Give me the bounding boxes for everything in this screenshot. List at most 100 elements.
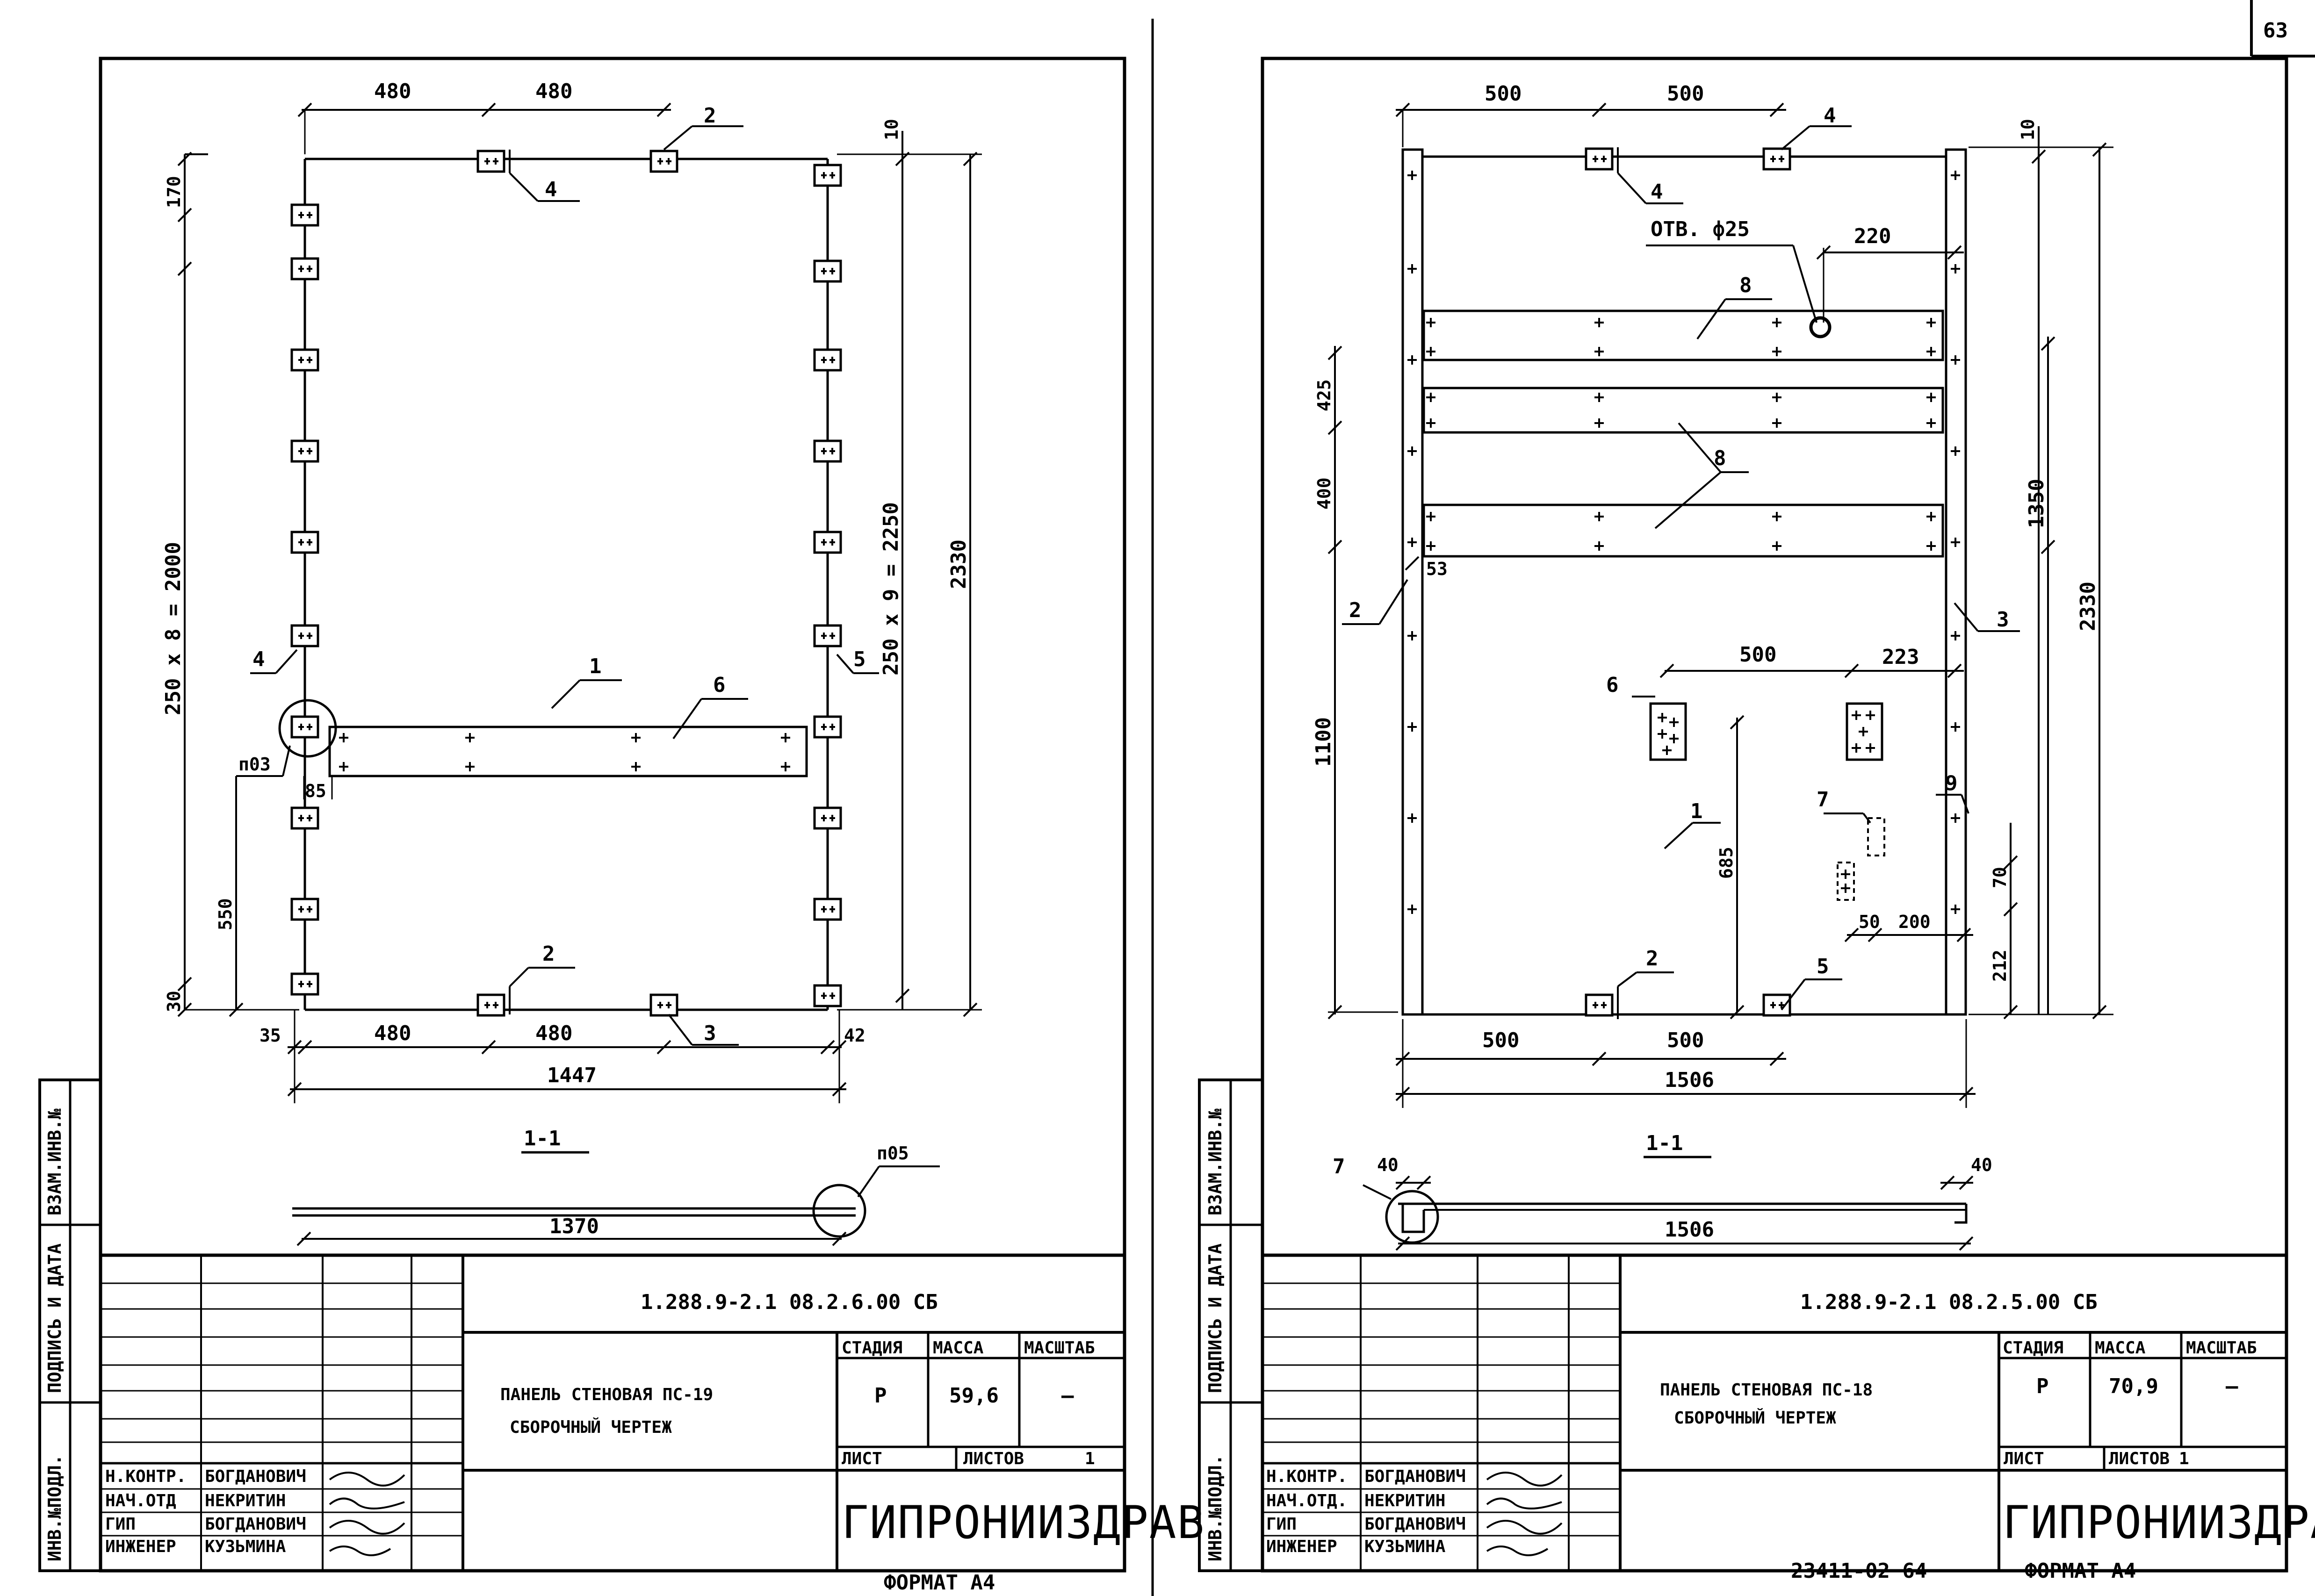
left-callout-p05: п05	[877, 1143, 909, 1164]
right-signatures	[1486, 1472, 1563, 1556]
left-dim-2330: 2330	[947, 539, 971, 589]
left-title-line2: СБОРОЧНЫЙ ЧЕРТЕЖ	[510, 1417, 672, 1437]
right-format: ФОРМАТ А4	[2025, 1559, 2136, 1583]
page-number-box: 63	[2250, 0, 2315, 58]
right-pos-1: 1	[1690, 799, 1703, 823]
left-total-width: 1447	[547, 1064, 597, 1087]
left-side-label-1: ВЗАМ.ИНВ.№	[44, 1108, 65, 1215]
right-sheet-label: ЛИСТ	[2004, 1449, 2044, 1468]
left-sheet-label: ЛИСТ	[842, 1449, 882, 1468]
left-pos-5: 5	[853, 647, 866, 671]
left-dim-10: 10	[881, 119, 902, 140]
left-dim-85: 85	[305, 781, 326, 801]
right-side-stamp: ВЗАМ.ИНВ.№ ПОДПИСЬ И ДАТА ИНВ.№ПОДЛ.	[1198, 1078, 1264, 1572]
right-dim-1100: 1100	[1312, 717, 1335, 767]
right-role-4: ИНЖЕНЕР	[1266, 1537, 1337, 1556]
right-section-pos7: 7	[1333, 1155, 1345, 1179]
right-mass-header: МАССА	[2095, 1338, 2146, 1358]
right-edge-fasteners	[1406, 149, 1961, 1015]
left-role-3: ГИП	[105, 1515, 136, 1534]
left-vertical-dimensions: 170 250 x 8 = 2000 30 550	[161, 151, 299, 1017]
right-pos-8-top: 8	[1739, 273, 1752, 297]
right-sheet: ВЗАМ.ИНВ.№ ПОДПИСЬ И ДАТА ИНВ.№ПОДЛ.	[1198, 57, 2315, 1583]
right-org-name: ГИПРОНИИЗДРАВ	[2003, 1496, 2315, 1549]
left-dim-bottom-35: 35	[260, 1025, 281, 1046]
left-title-block: Н.КОНТР. НАЧ.ОТД ГИП ИНЖЕНЕР БОГДАНОВИЧ …	[101, 1253, 1204, 1571]
right-dim-1350: 1350	[2025, 479, 2048, 528]
right-dim-53: 53	[1426, 559, 1448, 579]
left-rail	[278, 699, 808, 777]
right-dim-223: 223	[1882, 645, 1919, 669]
right-dim-212: 212	[1990, 949, 2010, 982]
right-section-label: 1-1	[1646, 1131, 1683, 1155]
left-scale-value: —	[1061, 1384, 1074, 1408]
left-dim-550: 550	[215, 898, 236, 930]
left-dim-30: 30	[164, 991, 184, 1012]
right-title-block: Н.КОНТР. НАЧ.ОТД. ГИП ИНЖЕНЕР БОГДАНОВИЧ…	[1262, 1253, 2315, 1571]
left-dim-170: 170	[164, 176, 184, 208]
right-name-3: БОГДАНОВИЧ	[1364, 1515, 1466, 1534]
left-mass-header: МАССА	[933, 1338, 984, 1358]
left-dim-bottom-42: 42	[844, 1025, 865, 1046]
left-format: ФОРМАТ А4	[884, 1571, 995, 1595]
left-name-4: КУЗЬМИНА	[205, 1537, 286, 1556]
left-dim-250x9: 250 x 9 = 2250	[879, 502, 903, 676]
right-dim-685: 685	[1716, 847, 1737, 879]
right-title-line1: ПАНЕЛЬ СТЕНОВАЯ ПС-18	[1660, 1380, 1873, 1400]
right-panel-outline	[1401, 148, 1967, 1016]
right-scale-value: —	[2226, 1374, 2238, 1398]
left-mass-value: 59,6	[949, 1384, 999, 1408]
page-number: 63	[2263, 19, 2288, 43]
left-dim-bottom-480b: 480	[535, 1021, 572, 1045]
right-dim-2330: 2330	[2076, 582, 2100, 631]
right-bottom-dimensions: 500 500 1506	[1395, 1019, 1976, 1108]
left-section-label: 1-1	[524, 1127, 561, 1150]
right-left-dimensions: 425 400 1100 53	[1312, 345, 1448, 1020]
right-pos-6: 6	[1606, 673, 1619, 697]
right-dim-top-2: 500	[1667, 82, 1704, 106]
left-dim-top-2: 480	[535, 79, 572, 103]
left-stage-header: СТАДИЯ	[842, 1338, 902, 1358]
left-pos-4-top: 4	[545, 178, 557, 201]
left-signatures	[329, 1472, 405, 1556]
right-dim-50: 50	[1859, 912, 1880, 932]
left-name-3: БОГДАНОВИЧ	[205, 1515, 306, 1534]
left-side-label-2: ПОДПИСЬ И ДАТА	[44, 1244, 65, 1393]
right-internal-dimensions: 500 223 685 50 200	[1659, 643, 1973, 1020]
right-small-plates	[1649, 702, 1885, 901]
right-mass-value: 70,9	[2109, 1374, 2158, 1398]
right-top-dimensions: 500 500	[1395, 82, 1786, 147]
left-name-1: БОГДАНОВИЧ	[205, 1467, 306, 1486]
right-doc-code: 1.288.9-2.1 08.2.5.00 СБ	[1800, 1290, 2098, 1314]
right-role-2: НАЧ.ОТД.	[1266, 1491, 1347, 1510]
left-callout-p03: п03	[238, 754, 271, 775]
left-role-1: Н.КОНТР.	[105, 1467, 186, 1486]
left-frame	[99, 57, 1126, 1573]
left-section-width: 1370	[549, 1215, 599, 1238]
left-top-dimensions: 480 480	[297, 79, 671, 154]
right-right-dimensions: 10 2330 1350 70 212	[1969, 119, 2113, 1020]
left-pos-2-top: 2	[704, 104, 716, 128]
right-pos-2-bottom: 2	[1646, 947, 1659, 971]
right-dim-bottom-1: 500	[1482, 1028, 1519, 1052]
right-pos-8-second: 8	[1714, 446, 1726, 470]
right-section-width: 1506	[1665, 1218, 1714, 1242]
right-dim-10: 10	[2018, 119, 2038, 140]
right-side-label-1: ВЗАМ.ИНВ.№	[1205, 1108, 1226, 1215]
left-right-dimensions: 10 250 x 9 = 2250 2330	[837, 119, 982, 1017]
right-dim-425: 425	[1314, 379, 1334, 411]
left-clips	[292, 151, 841, 1015]
right-name-1: БОГДАНОВИЧ	[1364, 1467, 1466, 1486]
right-dim-400: 400	[1314, 477, 1334, 510]
right-pos-4-top: 4	[1824, 104, 1836, 128]
right-section-40a: 40	[1377, 1155, 1399, 1175]
left-title-line1: ПАНЕЛЬ СТЕНОВАЯ ПС-19	[500, 1385, 713, 1404]
right-dim-500-mid: 500	[1739, 643, 1776, 667]
right-total-width: 1506	[1665, 1068, 1714, 1092]
right-pos-5: 5	[1817, 955, 1829, 978]
right-name-2: НЕКРИТИН	[1364, 1491, 1445, 1510]
right-position-labels: 4 4 ОТВ. ф25 220 8 8 2 3	[1342, 104, 2020, 1019]
left-dim-top-1: 480	[374, 79, 411, 103]
right-pos-3: 3	[1997, 608, 2009, 632]
left-dim-bottom-480a: 480	[374, 1021, 411, 1045]
